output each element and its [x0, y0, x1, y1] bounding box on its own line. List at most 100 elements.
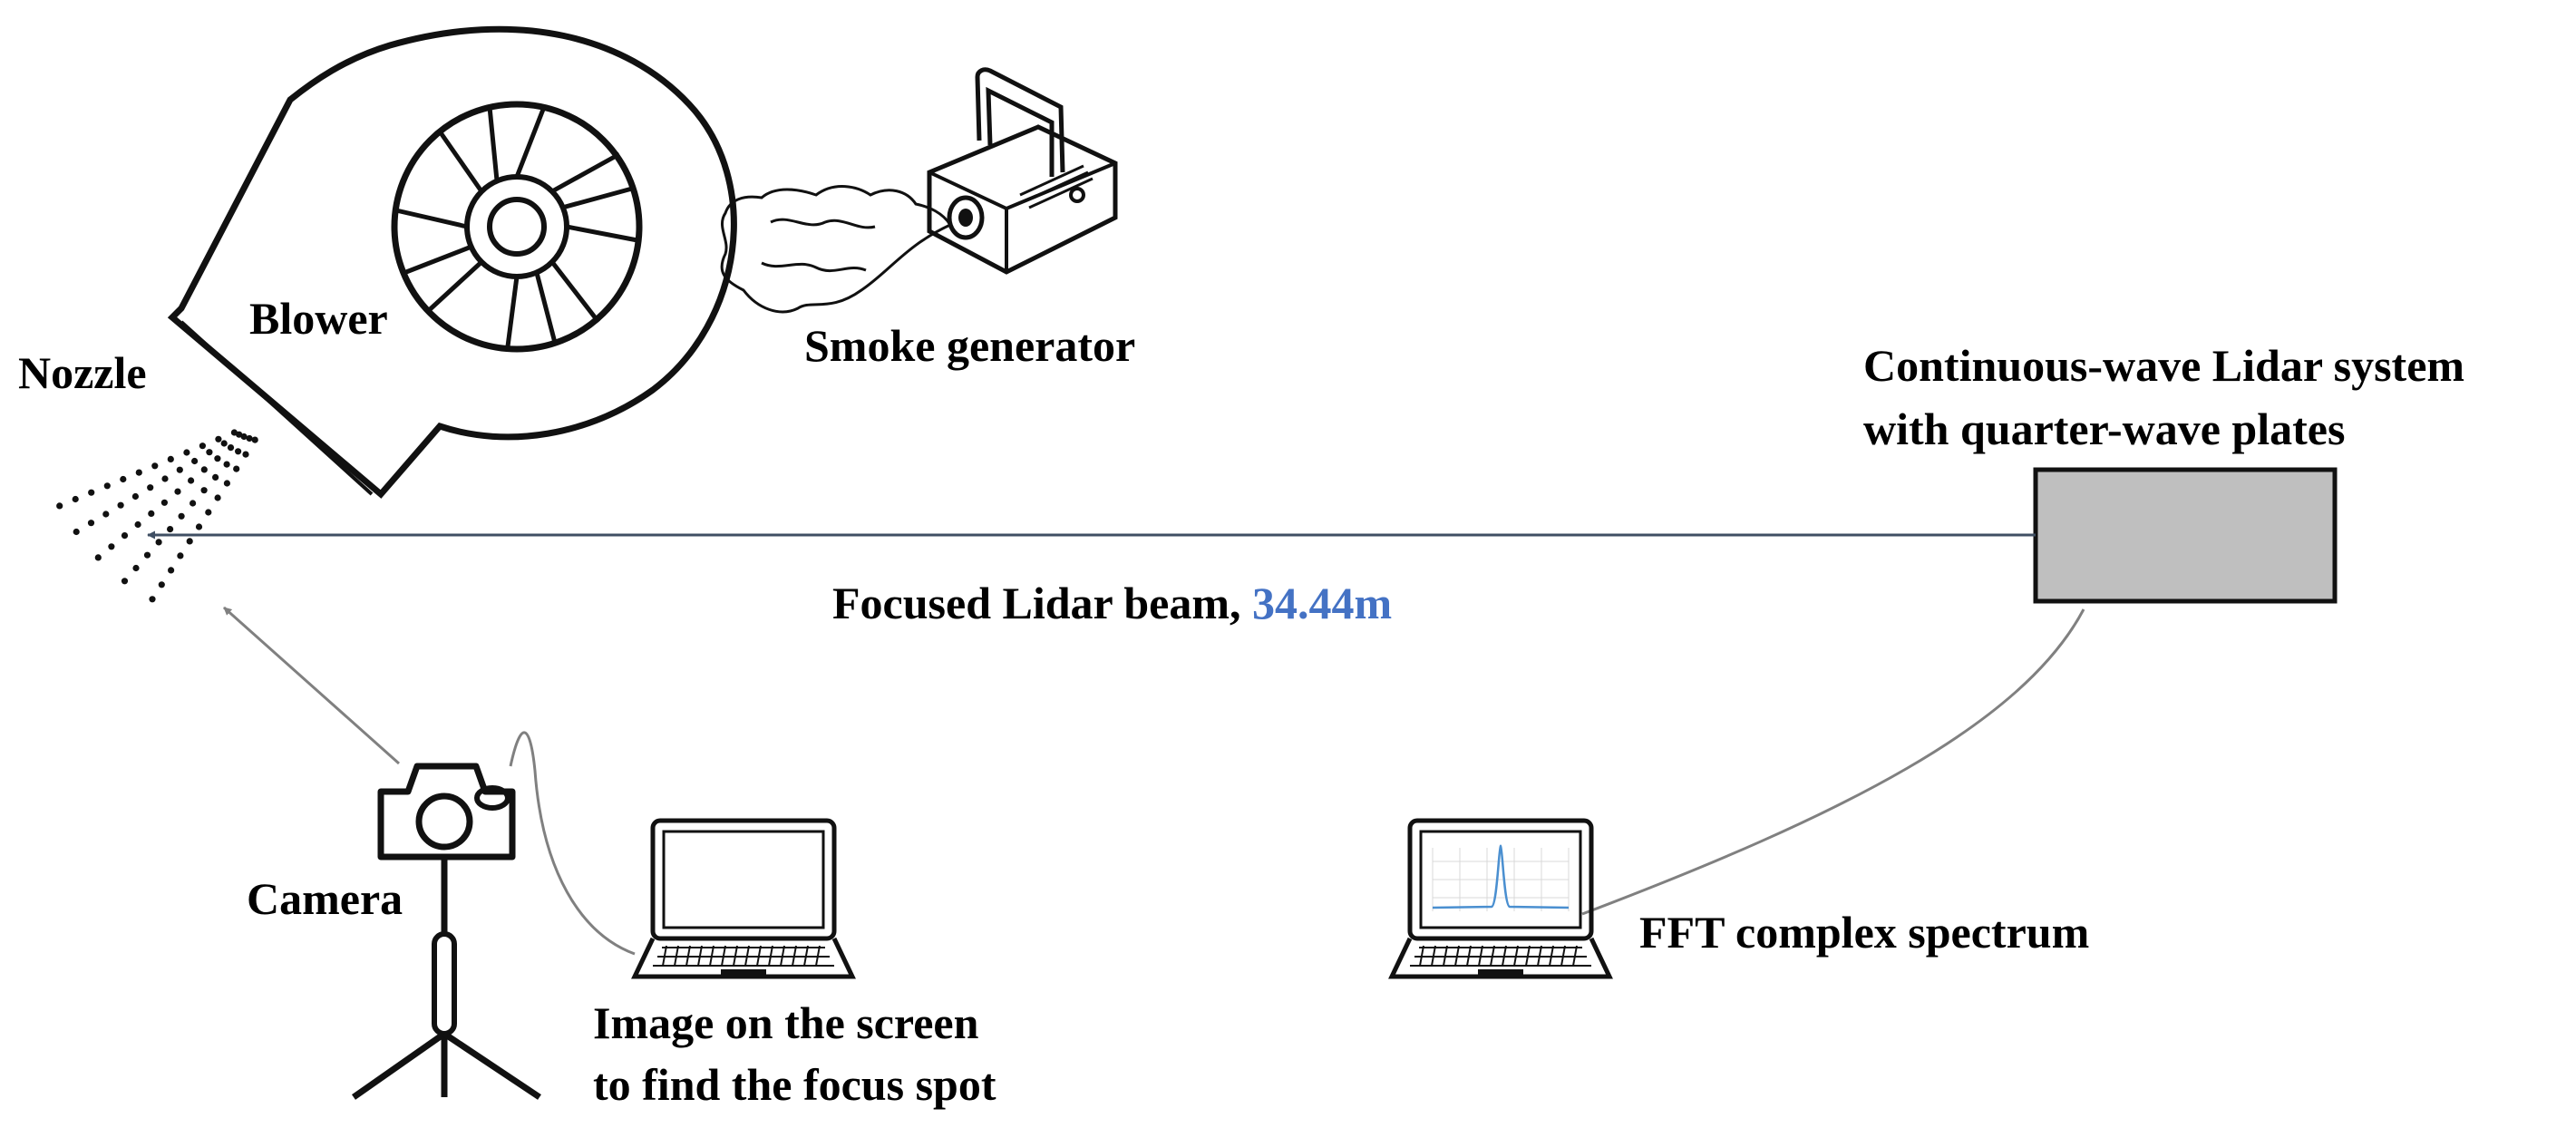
- keyboard-key-line: [792, 945, 797, 967]
- beam-label-prefix: Focused Lidar beam,: [832, 578, 1252, 628]
- spray-dot: [183, 449, 190, 456]
- spray-dot: [131, 492, 139, 501]
- nozzle-spray-icon: [56, 429, 258, 603]
- keyboard-key-line: [1419, 945, 1424, 967]
- keyboard-key-line: [685, 945, 691, 967]
- lidar-label-line2: with quarter-wave plates: [1863, 404, 2345, 454]
- spray-dot: [223, 461, 230, 468]
- blower-label: Blower: [249, 293, 388, 344]
- keyboard-key-line: [1572, 945, 1578, 967]
- spray-dot: [161, 475, 169, 482]
- spray-dot: [167, 526, 174, 533]
- spray-dot: [195, 523, 203, 530]
- lidar-box-icon: [2033, 467, 2338, 604]
- beam-distance: 34.44m: [1252, 578, 1392, 628]
- laptop-spectrum-icon: [1388, 818, 1613, 979]
- keyboard-key-line: [1502, 945, 1507, 967]
- spray-dot: [132, 564, 140, 572]
- spray-dot: [102, 511, 110, 518]
- spray-dot: [72, 495, 79, 503]
- lidar-to-laptop-cable: [1581, 608, 2085, 916]
- spray-dot: [148, 510, 155, 518]
- camera-label: Camera: [247, 873, 403, 924]
- spray-dot: [227, 444, 235, 452]
- keyboard-key-line: [756, 945, 762, 967]
- spray-dot: [174, 488, 181, 495]
- keyboard-key-line: [1513, 945, 1519, 967]
- spray-dot: [200, 466, 208, 473]
- spray-dot: [214, 455, 221, 462]
- keyboard-key-line: [733, 945, 738, 967]
- keyboard-key-line: [1466, 945, 1472, 967]
- image-label-line2: to find the focus spot: [593, 1059, 996, 1110]
- keyboard-key-line: [744, 945, 750, 967]
- spray-dot: [242, 451, 249, 458]
- keyboard-key-line: [780, 945, 785, 967]
- keyboard-key-line: [709, 945, 714, 967]
- smoke-generator-icon: [720, 67, 1118, 314]
- keyboard-key-line: [1478, 945, 1483, 967]
- fft-label: FFT complex spectrum: [1639, 907, 2089, 958]
- spray-dot: [160, 499, 168, 506]
- spray-dot: [103, 482, 111, 490]
- keyboard-key-line: [1443, 945, 1448, 967]
- keyboard-key-line: [1525, 945, 1531, 967]
- spray-dot: [188, 477, 195, 484]
- spray-dot: [251, 436, 258, 443]
- spray-dot: [246, 434, 253, 442]
- spray-dot: [200, 487, 208, 494]
- spray-dot: [87, 520, 95, 527]
- spray-dot: [56, 502, 63, 510]
- spray-dot: [205, 509, 212, 516]
- spray-dot: [88, 489, 95, 496]
- spray-dot: [117, 501, 124, 509]
- spray-dot: [178, 512, 185, 520]
- keyboard-key-line: [662, 945, 667, 967]
- spray-dot: [108, 543, 115, 550]
- spray-dot: [121, 532, 129, 540]
- keyboard-key-line: [1560, 945, 1566, 967]
- spray-dot: [121, 578, 129, 585]
- spray-dot: [168, 567, 175, 574]
- keyboard-key-line: [1537, 945, 1542, 967]
- spray-dot: [240, 433, 248, 441]
- spray-dot: [236, 431, 243, 438]
- lidar-label-line1: Continuous-wave Lidar system: [1863, 340, 2464, 391]
- spray-dot: [158, 581, 165, 588]
- spray-dot: [147, 484, 154, 491]
- beam-label: Focused Lidar beam, 34.44m: [832, 578, 1392, 628]
- spray-dot: [135, 469, 142, 476]
- spray-dot: [214, 494, 221, 501]
- spray-dot: [223, 480, 230, 487]
- spray-dot: [176, 466, 183, 473]
- keyboard-key-line: [697, 945, 703, 967]
- laptop-icon: [631, 818, 856, 979]
- keyboard-key-line: [1454, 945, 1460, 967]
- nozzle-label: Nozzle: [18, 347, 147, 398]
- keyboard-key-line: [768, 945, 773, 967]
- spray-dot: [143, 551, 151, 559]
- spray-dot: [215, 435, 222, 442]
- spray-dot: [177, 552, 184, 559]
- spray-dot: [220, 440, 228, 447]
- spray-dot: [167, 455, 174, 462]
- camera-aim-arrow: [223, 606, 400, 765]
- spray-dot: [199, 442, 206, 450]
- spectrum-trace: [1432, 844, 1570, 909]
- spray-dot: [190, 500, 197, 507]
- keyboard-key-line: [815, 945, 821, 967]
- spray-dot: [233, 465, 240, 472]
- spray-dot: [151, 462, 159, 470]
- keyboard-key-line: [1431, 945, 1436, 967]
- spray-dot: [120, 475, 127, 483]
- keyboard-key-line: [721, 945, 726, 967]
- keyboard-key-line: [803, 945, 809, 967]
- blower-icon: [167, 25, 737, 499]
- camera-tripod-icon: [351, 763, 541, 1100]
- spray-dot: [134, 520, 141, 529]
- spray-dot: [149, 596, 156, 603]
- image-label-line1: Image on the screen: [593, 997, 979, 1048]
- spray-dot: [191, 457, 199, 465]
- spray-dot: [94, 554, 102, 561]
